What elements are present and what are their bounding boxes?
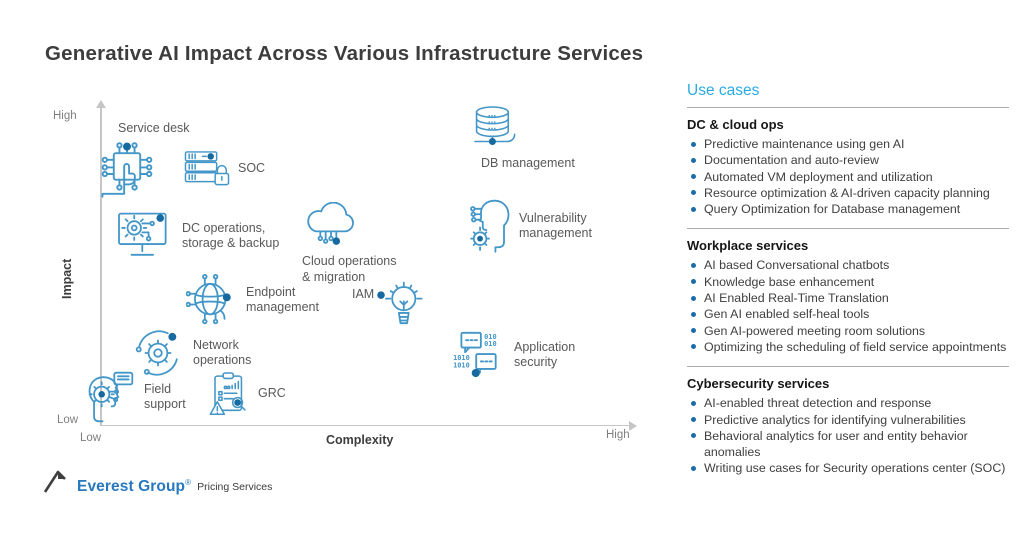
use-case-bullet: Predictive maintenance using gen AI bbox=[687, 136, 1009, 152]
chart-item-label: DB management bbox=[481, 156, 575, 170]
monitor-gear-icon bbox=[116, 210, 174, 262]
chart-item-label: SOC bbox=[238, 161, 266, 176]
x-axis-title: Complexity bbox=[326, 433, 394, 447]
use-case-bullet: Automated VM deployment and utilization bbox=[687, 169, 1009, 185]
y-axis-high-label: High bbox=[53, 110, 77, 122]
y-axis-line bbox=[100, 107, 102, 425]
use-case-bullet: Gen AI enabled self-heal tools bbox=[687, 306, 1009, 322]
use-case-bullet: AI-enabled threat detection and response bbox=[687, 395, 1009, 411]
x-axis-arrow-icon bbox=[629, 420, 637, 431]
use-case-bullet: Optimizing the scheduling of field servi… bbox=[687, 339, 1009, 355]
y-axis-title: Impact bbox=[60, 258, 74, 299]
server-lock-icon bbox=[184, 150, 230, 188]
globe-circuit-icon bbox=[186, 272, 238, 328]
svg-text:1010: 1010 bbox=[453, 362, 470, 370]
x-axis-line bbox=[100, 424, 631, 426]
use-case-bullet: Predictive analytics for identifying vul… bbox=[687, 412, 1009, 428]
y-axis-arrow-icon bbox=[96, 100, 106, 108]
clipboard-audit-icon bbox=[208, 367, 250, 421]
y-axis-low-label: Low bbox=[57, 414, 79, 426]
chart-item-label: Cloud operations& migration bbox=[302, 254, 397, 284]
head-chat-icon bbox=[80, 370, 136, 424]
use-case-section-title: Workplace services bbox=[687, 238, 809, 254]
brand-name: Everest Group® bbox=[77, 475, 191, 494]
chart-item-service-desk: Service desk bbox=[96, 121, 190, 208]
brand-footer: Everest Group® Pricing Services bbox=[44, 464, 272, 494]
everest-group-logo-icon bbox=[44, 464, 74, 494]
cloud-circuit-icon bbox=[302, 202, 360, 250]
use-case-bullet: Query Optimization for Database manageme… bbox=[687, 201, 1009, 217]
x-axis-low-label: Low bbox=[80, 432, 102, 444]
bulb-gear-icon bbox=[377, 276, 427, 332]
svg-text:1010: 1010 bbox=[453, 354, 470, 362]
chart-item-label: IAM bbox=[352, 287, 375, 301]
chip-touch-icon bbox=[96, 140, 158, 208]
use-case-list: AI-enabled threat detection and response… bbox=[687, 395, 1009, 476]
registered-mark: ® bbox=[185, 477, 192, 487]
use-case-bullet: Resource optimization & AI-driven capaci… bbox=[687, 185, 1009, 201]
brand-tagline: Pricing Services bbox=[197, 481, 273, 493]
use-case-bullet: Gen AI-powered meeting room solutions bbox=[687, 323, 1009, 339]
use-case-bullet: AI Enabled Real-Time Translation bbox=[687, 290, 1009, 306]
svg-text:010: 010 bbox=[484, 333, 497, 341]
use-case-bullet: Writing use cases for Security operation… bbox=[687, 460, 1009, 476]
chart-item-soc: SOC bbox=[184, 150, 265, 188]
chart-item-dc-operations: DC operations,storage & backup bbox=[116, 210, 279, 262]
chart-item-iam: IAM bbox=[352, 276, 427, 332]
chart-item-label: DC operations,storage & backup bbox=[182, 220, 280, 251]
page-title: Generative AI Impact Across Various Infr… bbox=[45, 42, 644, 65]
svg-text:010: 010 bbox=[484, 340, 497, 348]
chart-item-cloud-operations: Cloud operations& migration bbox=[302, 202, 397, 285]
chart-item-grc: GRC bbox=[208, 367, 286, 421]
head-gear-icon bbox=[469, 198, 511, 254]
use-case-bullet: Knowledge base enhancement bbox=[687, 274, 1009, 290]
use-case-bullet: AI based Conversational chatbots bbox=[687, 257, 1009, 273]
database-icon bbox=[471, 104, 517, 152]
use-case-section: Workplace services AI based Conversationa… bbox=[687, 228, 1009, 366]
chart-item-label: Service desk bbox=[118, 121, 190, 135]
brand-name-text: Everest Group bbox=[77, 478, 186, 495]
use-case-bullet: Documentation and auto-review bbox=[687, 152, 1009, 168]
use-case-bullet: Behavioral analytics for user and entity… bbox=[687, 428, 1009, 461]
x-axis-high-label: High bbox=[606, 429, 630, 441]
use-case-section-title: Cybersecurity services bbox=[687, 376, 830, 392]
use-case-section-title: DC & cloud ops bbox=[687, 117, 784, 132]
use-cases-heading: Use cases bbox=[687, 82, 1009, 108]
chart-item-db-management: DB management bbox=[471, 104, 575, 172]
gear-cycle-icon bbox=[131, 327, 185, 379]
chart-item-label: GRC bbox=[258, 386, 286, 401]
